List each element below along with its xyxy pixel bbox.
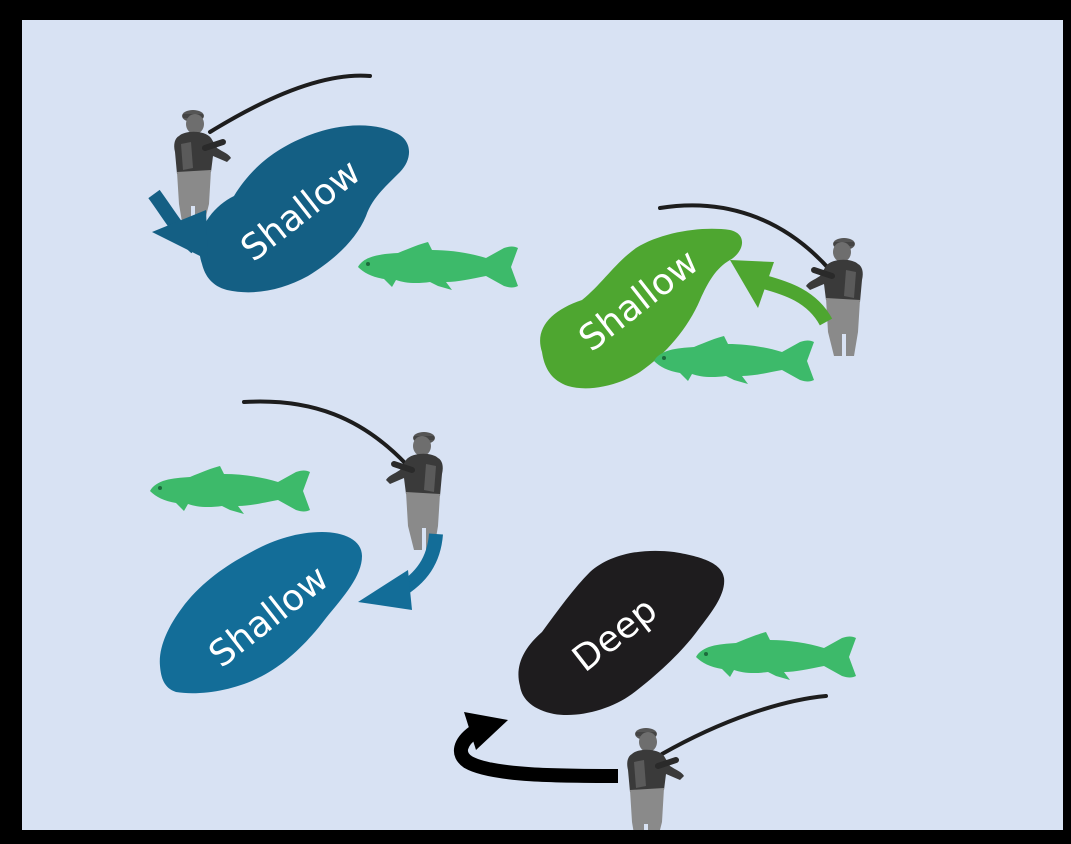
pool-shallow-top-right (540, 228, 743, 389)
fish-icon (654, 336, 814, 384)
fish-icon (358, 242, 518, 290)
pool-group-bottom-left: Shallow (150, 399, 443, 694)
curved-arrow (453, 726, 619, 783)
fishing-rod (658, 203, 832, 272)
fish-icon (696, 632, 856, 680)
pool-shallow-top-left (199, 125, 410, 293)
diagram-canvas: Shallow Shallow Shallow Deep (22, 20, 1063, 830)
arrowhead (730, 260, 774, 308)
arrowhead (464, 712, 508, 750)
fish-icon (150, 466, 310, 514)
pool-group-top-left: Shallow (148, 73, 518, 293)
arrowhead (152, 210, 208, 260)
pool-shallow-bottom-left (159, 532, 362, 694)
curved-arrow (762, 275, 833, 326)
pool-deep-bottom-right (518, 550, 725, 716)
fishing-rod (660, 694, 828, 756)
arrowhead (358, 570, 412, 610)
fisherman-icon (627, 728, 684, 830)
fishing-rod (242, 399, 408, 466)
fishing-rod (208, 73, 372, 134)
pool-group-bottom-right: Deep (453, 550, 856, 830)
diagram-svg: Shallow Shallow Shallow Deep (148, 73, 1063, 830)
fisherman-icon (386, 432, 443, 550)
pool-group-top-right: Shallow (540, 203, 863, 389)
